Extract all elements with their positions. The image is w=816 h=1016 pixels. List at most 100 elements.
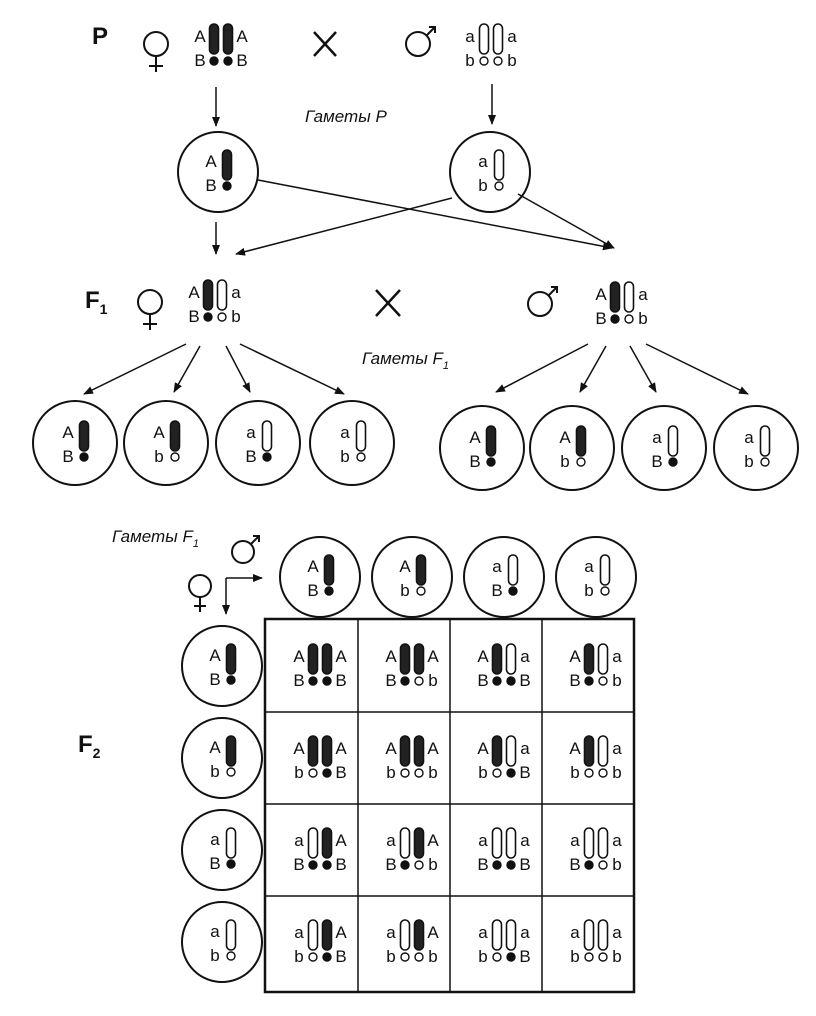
recessive-chromosome xyxy=(307,827,319,859)
f1-female-gamete-ab: ab xyxy=(309,400,395,486)
gamete-p-female: AB xyxy=(177,131,259,213)
allele-label: B xyxy=(293,855,304,874)
allele-label: A xyxy=(569,647,581,666)
gamete-p-male: ab xyxy=(449,131,531,213)
dominant-locus-dot xyxy=(400,860,410,870)
recessive-locus-dot xyxy=(414,768,424,778)
allele-label: a xyxy=(612,739,622,758)
dominant-chromosome xyxy=(169,420,181,452)
allele-label: A xyxy=(559,428,571,447)
recessive-locus-dot xyxy=(576,457,586,467)
allele-label: B xyxy=(595,309,606,328)
allele-label: A xyxy=(153,423,165,442)
allele-label: B xyxy=(188,307,199,326)
punnett-direction-arrows xyxy=(222,574,263,615)
dominant-locus-dot xyxy=(492,860,502,870)
punnett-column-header-ab: AB xyxy=(279,536,361,618)
allele-label: A xyxy=(477,647,489,666)
f1-male-gamete-ab: AB xyxy=(439,405,525,491)
allele-label: b xyxy=(386,947,395,966)
allele-label: b xyxy=(744,452,753,471)
allele-label: a xyxy=(584,557,594,576)
label-p: P xyxy=(92,23,108,50)
allele-label: b xyxy=(478,176,487,195)
allele-label: a xyxy=(246,423,256,442)
f1-female-symbol-icon xyxy=(137,289,163,330)
allele-label: B xyxy=(519,671,530,690)
allele-label: b xyxy=(428,763,437,782)
allele-label: b xyxy=(231,307,240,326)
allele-label: b xyxy=(507,51,516,70)
allele-label: a xyxy=(294,923,304,942)
dominant-locus-dot xyxy=(226,675,236,685)
allele-label: a xyxy=(478,923,488,942)
recessive-locus-dot xyxy=(414,860,424,870)
allele-label: b xyxy=(210,762,219,781)
dominant-chromosome xyxy=(491,735,503,767)
allele-label: A xyxy=(335,831,347,850)
allele-label: A xyxy=(194,27,206,46)
allele-label: A xyxy=(293,647,305,666)
cross-symbol-icon xyxy=(313,31,337,57)
dominant-locus-dot xyxy=(308,860,318,870)
dominant-locus-dot xyxy=(79,452,89,462)
allele-label: a xyxy=(744,428,754,447)
allele-label: A xyxy=(335,923,347,942)
recessive-locus-dot xyxy=(170,452,180,462)
recessive-chromosome xyxy=(505,735,517,767)
allele-label: b xyxy=(386,763,395,782)
gamete-cell-outline xyxy=(181,717,263,799)
dominant-chromosome xyxy=(413,643,425,675)
allele-label: A xyxy=(236,27,248,46)
gamete-cell-outline xyxy=(32,400,118,486)
recessive-chromosome xyxy=(623,281,635,313)
allele-label: a xyxy=(465,27,475,46)
recessive-chromosome xyxy=(355,420,367,452)
allele-label: b xyxy=(478,947,487,966)
allele-label: B xyxy=(335,671,346,690)
f1-female-gamete-ab: Ab xyxy=(123,400,209,486)
dominant-locus-dot xyxy=(400,676,410,686)
allele-label: b xyxy=(612,947,621,966)
dominant-locus-dot xyxy=(262,452,272,462)
female-symbol-icon xyxy=(143,31,169,72)
allele-label: a xyxy=(652,428,662,447)
dominant-chromosome xyxy=(202,279,214,311)
recessive-chromosome xyxy=(597,827,609,859)
allele-label: a xyxy=(520,831,530,850)
allele-label: B xyxy=(385,671,396,690)
dominant-chromosome xyxy=(321,827,333,859)
recessive-locus-dot xyxy=(400,768,410,778)
recessive-locus-dot xyxy=(492,952,502,962)
recessive-chromosome xyxy=(225,827,237,859)
recessive-chromosome xyxy=(597,919,609,951)
gamete-cell-outline xyxy=(279,536,361,618)
dominant-chromosome xyxy=(399,735,411,767)
recessive-chromosome xyxy=(599,554,611,586)
allele-label: a xyxy=(520,739,530,758)
gamete-cell-outline xyxy=(123,400,209,486)
dominant-locus-dot xyxy=(492,676,502,686)
arrow-gamete-female-to-f1-male xyxy=(257,179,613,251)
recessive-chromosome xyxy=(491,919,503,951)
allele-label: B xyxy=(569,855,580,874)
allele-label: a xyxy=(210,830,220,849)
dominant-locus-dot xyxy=(506,860,516,870)
allele-label: a xyxy=(210,922,220,941)
dominant-chromosome xyxy=(583,643,595,675)
recessive-locus-dot xyxy=(492,768,502,778)
allele-label: A xyxy=(385,647,397,666)
recessive-chromosome xyxy=(261,420,273,452)
recessive-chromosome xyxy=(507,554,519,586)
allele-label: b xyxy=(560,452,569,471)
dominant-locus-dot xyxy=(668,457,678,467)
label-f2: F2 xyxy=(78,731,101,761)
